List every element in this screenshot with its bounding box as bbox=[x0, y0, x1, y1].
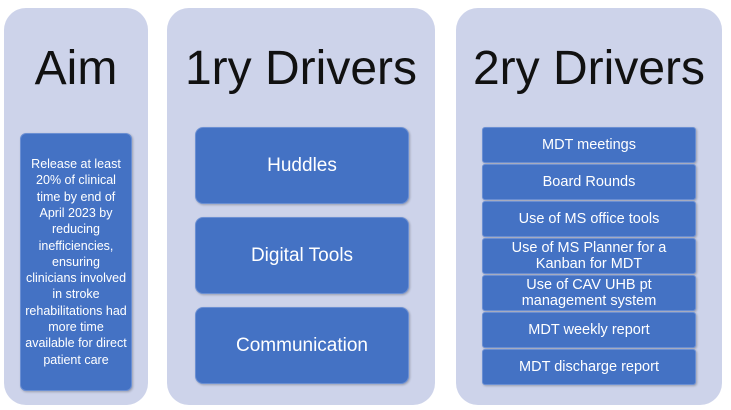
aim-statement-text: Release at least 20% of clinical time by… bbox=[25, 157, 127, 367]
primary-driver-digital-tools: Digital Tools bbox=[195, 217, 409, 294]
secondary-driver-cav-uhb-system: Use of CAV UHB pt management system bbox=[482, 275, 696, 311]
secondary-drivers-title: 2ry Drivers bbox=[472, 42, 705, 95]
primary-driver-huddles: Huddles bbox=[195, 127, 409, 204]
secondary-driver-label: Use of MS Planner for a Kanban for MDT bbox=[511, 240, 667, 272]
primary-drivers-title: 1ry Drivers bbox=[184, 42, 417, 95]
secondary-driver-ms-planner-kanban: Use of MS Planner for a Kanban for MDT bbox=[482, 238, 696, 274]
secondary-driver-label: MDT discharge report bbox=[519, 359, 659, 375]
secondary-driver-label: MDT meetings bbox=[541, 137, 636, 153]
secondary-driver-ms-office-tools: Use of MS office tools bbox=[482, 201, 696, 237]
primary-drivers-panel: 1ry Drivers Huddles Digital Tools Commun… bbox=[167, 8, 435, 405]
aim-panel: Aim Release at least 20% of clinical tim… bbox=[4, 8, 148, 405]
secondary-driver-mdt-weekly-report: MDT weekly report bbox=[482, 312, 696, 348]
aim-title: Aim bbox=[34, 42, 118, 95]
primary-driver-label: Digital Tools bbox=[250, 244, 354, 266]
primary-driver-label: Communication bbox=[236, 334, 368, 356]
secondary-driver-mdt-meetings: MDT meetings bbox=[482, 127, 696, 163]
secondary-driver-label: Use of CAV UHB pt management system bbox=[521, 277, 657, 309]
secondary-driver-mdt-discharge-report: MDT discharge report bbox=[482, 349, 696, 385]
secondary-drivers-panel: 2ry Drivers MDT meetings Board Rounds Us… bbox=[456, 8, 722, 405]
secondary-driver-label: Use of MS office tools bbox=[518, 211, 660, 227]
primary-driver-communication: Communication bbox=[195, 307, 409, 384]
secondary-driver-board-rounds: Board Rounds bbox=[482, 164, 696, 200]
aim-statement: Release at least 20% of clinical time by… bbox=[20, 133, 132, 391]
secondary-driver-label: Board Rounds bbox=[542, 174, 636, 190]
secondary-driver-label: MDT weekly report bbox=[528, 322, 650, 338]
primary-driver-label: Huddles bbox=[267, 154, 337, 176]
